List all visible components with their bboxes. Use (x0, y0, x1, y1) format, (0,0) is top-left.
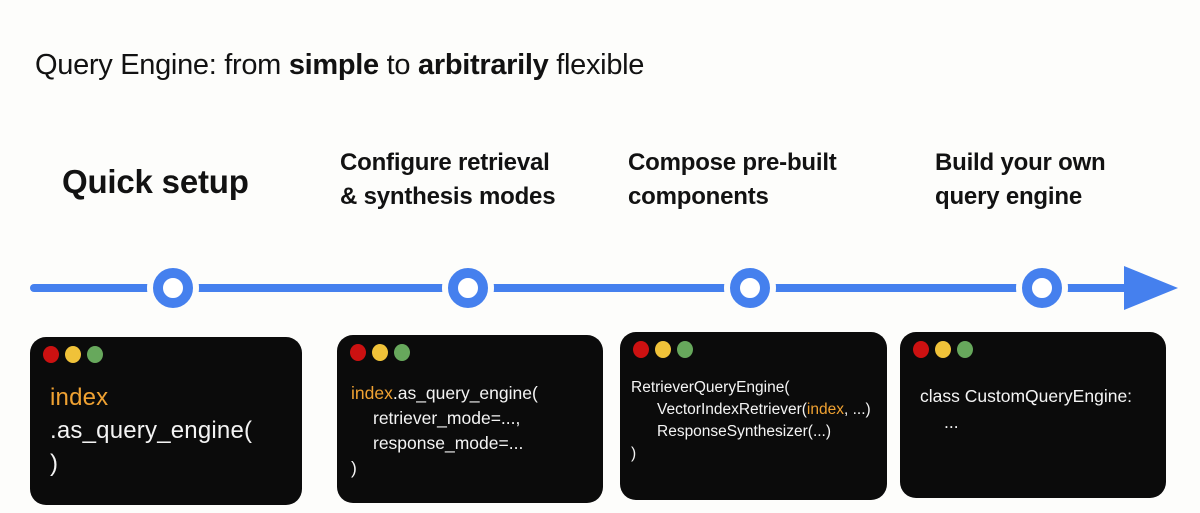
code-line: .as_query_engine( (50, 417, 253, 444)
page-title: Query Engine: from simple to arbitrarily… (35, 49, 644, 82)
code-line: ... (944, 412, 959, 432)
traffic-light-close-icon (350, 344, 366, 361)
timeline-line (30, 284, 1130, 292)
code-line: index.as_query_engine( (351, 383, 538, 403)
window-controls (913, 341, 973, 358)
stage-heading-quick-setup: Quick setup (62, 163, 249, 200)
code-window-custom-engine: class CustomQueryEngine: ... (900, 332, 1166, 498)
timeline-arrowhead-icon (1124, 266, 1178, 310)
stage-heading-configure-modes: Configure retrieval & synthesis modes (340, 149, 556, 210)
code-token-index: index (50, 384, 109, 411)
traffic-light-minimize-icon (935, 341, 951, 358)
code-line: ) (351, 458, 357, 478)
traffic-light-zoom-icon (394, 344, 410, 361)
stage-heading-build-your-own: Build your own query engine (935, 149, 1106, 210)
window-controls (633, 341, 693, 358)
code-window-compose-components: RetrieverQueryEngine( VectorIndexRetriev… (620, 332, 887, 500)
traffic-light-minimize-icon (655, 341, 671, 358)
traffic-light-minimize-icon (372, 344, 388, 361)
traffic-light-close-icon (43, 346, 59, 363)
traffic-light-zoom-icon (957, 341, 973, 358)
traffic-light-minimize-icon (65, 346, 81, 363)
code-window-configure-modes: index.as_query_engine( retriever_mode=..… (337, 335, 603, 503)
code-line: RetrieverQueryEngine( (631, 379, 790, 396)
timeline-milestone-2-icon (448, 268, 488, 308)
code-snippet: class CustomQueryEngine: ... (920, 383, 1132, 435)
timeline-milestone-3-icon (730, 268, 770, 308)
stage-heading-compose-components: Compose pre-built components (628, 149, 837, 210)
traffic-light-close-icon (633, 341, 649, 358)
title-text: Query Engine: from (35, 49, 289, 81)
code-token-index: index (351, 383, 393, 403)
code-snippet: index.as_query_engine( retriever_mode=..… (351, 381, 538, 481)
timeline-milestone-4-icon (1022, 268, 1062, 308)
code-line: class CustomQueryEngine: (920, 386, 1133, 406)
code-snippet: index .as_query_engine( ) (50, 381, 252, 480)
code-line: index (50, 381, 252, 414)
code-token-index: index (806, 401, 844, 418)
title-text: to (378, 49, 418, 81)
title-text: flexible (548, 49, 645, 81)
code-line: ) (631, 445, 637, 462)
code-line: ) (50, 450, 59, 477)
code-line: VectorIndexRetriever(index, ...) (657, 401, 871, 418)
code-snippet: RetrieverQueryEngine( VectorIndexRetriev… (631, 377, 871, 465)
code-line: retriever_mode=..., (373, 408, 521, 428)
traffic-light-close-icon (913, 341, 929, 358)
window-controls (350, 344, 410, 361)
code-window-quick-setup: index .as_query_engine( ) (30, 337, 302, 505)
timeline-milestone-1-icon (153, 268, 193, 308)
title-emphasis-simple: simple (288, 49, 379, 81)
window-controls (43, 346, 103, 363)
code-line: ResponseSynthesizer(...) (657, 423, 832, 440)
code-line: response_mode=... (373, 433, 524, 453)
traffic-light-zoom-icon (677, 341, 693, 358)
traffic-light-zoom-icon (87, 346, 103, 363)
title-emphasis-arbitrarily: arbitrarily (418, 49, 549, 81)
